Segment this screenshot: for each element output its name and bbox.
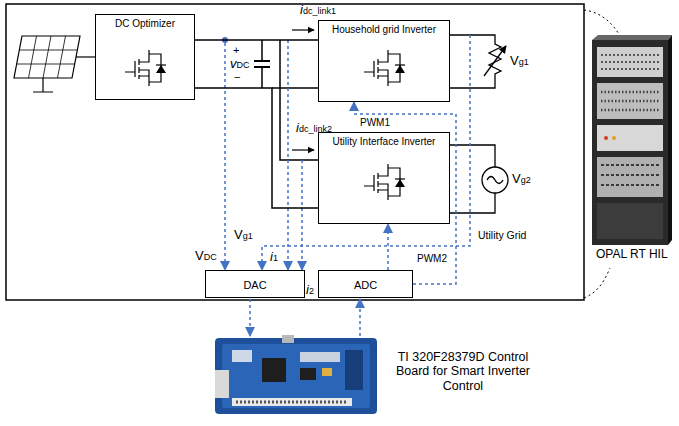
dc-bus-wire	[195, 39, 318, 41]
board-caption: TI 320F28379D Control Board for Smart In…	[390, 350, 536, 393]
signal-name: VDC	[195, 249, 217, 264]
mosfet-symbol	[364, 50, 405, 86]
voltage-name: Vg1	[510, 54, 529, 69]
dac-box: DAC	[205, 270, 305, 298]
signal-label: PWM2	[416, 253, 448, 265]
inverter-box: Household grid Inverter	[318, 20, 450, 102]
dc-bus-wire	[195, 88, 318, 208]
signal-name: Vg1	[234, 228, 253, 243]
pwm-signal-line	[354, 102, 456, 284]
dc-bus-wiring	[272, 40, 318, 160]
opal-rt-rack	[592, 35, 672, 245]
capacitor-symbol	[254, 40, 270, 88]
polarity-mark: −	[234, 71, 240, 84]
inverter-box: Utility Interface Inverter	[318, 132, 450, 224]
callout-curve	[584, 10, 620, 36]
box-label: Household grid Inverter	[319, 21, 449, 36]
hil-boundary	[6, 4, 584, 300]
current-arrow	[292, 149, 314, 150]
pv-wire	[76, 56, 95, 57]
box-label: DAC	[206, 276, 304, 292]
mosfet-symbol	[125, 50, 166, 86]
equipment-label: OPAL RT HIL	[596, 248, 668, 262]
signal-label: PWM1	[359, 117, 391, 129]
box-label: ADC	[319, 276, 412, 292]
adc-box: ADC	[318, 270, 413, 298]
polarity-mark: +	[233, 44, 239, 57]
grid-label: Utility Grid	[478, 229, 526, 241]
mosfet-symbol	[364, 164, 405, 200]
box-label: Utility Interface Inverter	[319, 133, 449, 148]
household-load	[450, 35, 506, 88]
current-name: idc_link2	[296, 121, 332, 136]
signal-name: i1	[270, 250, 278, 265]
pwm-signal-line	[387, 224, 389, 270]
current-arrow	[292, 29, 314, 30]
callout-curve	[584, 268, 610, 298]
current-name: idc_link1	[300, 3, 336, 18]
utility-grid-source	[450, 145, 508, 213]
signal-name: i2	[306, 283, 314, 298]
solar-panel	[14, 36, 80, 92]
voltage-name: vDC	[230, 57, 250, 72]
converter-box: DC Optimizer	[95, 14, 195, 100]
box-label: DC Optimizer	[96, 15, 194, 30]
voltage-name: Vg2	[512, 172, 531, 187]
control-board	[215, 335, 377, 414]
